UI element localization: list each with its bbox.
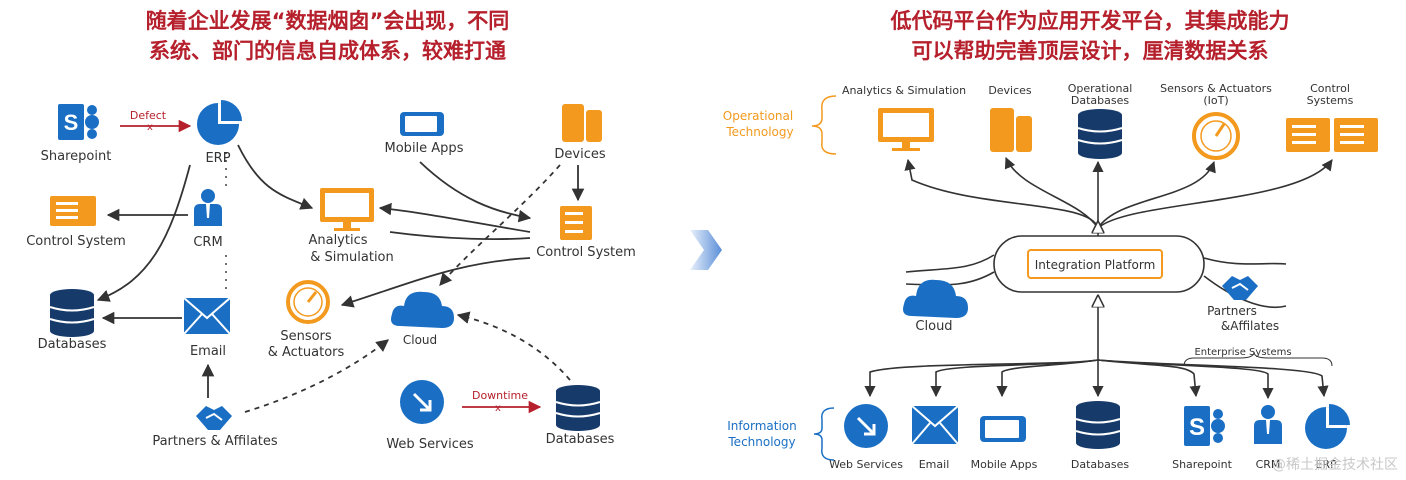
partners-right-label-2: &Affilates [1221, 319, 1279, 333]
erp-to-databases [96, 164, 191, 302]
enterprise-brace [1183, 351, 1333, 367]
sensors-left-icon [286, 280, 330, 324]
sharepoint-icon: S [58, 104, 99, 140]
integration-platform-box [1027, 249, 1163, 279]
databases-right-icon [1075, 401, 1121, 449]
downtime-x: x [495, 403, 501, 414]
control-systems-right-label-1: Control [1310, 82, 1350, 95]
mobile-apps-left-icon [400, 112, 444, 136]
integration-platform-label: Integration Platform [1035, 258, 1156, 272]
web-services-left-label: Web Services [386, 437, 474, 452]
email-icon [183, 297, 231, 335]
sensors-right-label-1: Sensors & Actuators [1160, 82, 1272, 95]
control-systems-right-label-2: Systems [1307, 94, 1354, 107]
databases-left-right-label: Databases [546, 432, 615, 447]
control-system-left-icon [50, 196, 96, 226]
operational-brace [811, 95, 837, 155]
svg-text:S: S [1189, 414, 1205, 441]
left-title-line1: 随着企业发展“数据烟囱”会出现，不同 [145, 9, 510, 33]
sensors-right-icon [1192, 112, 1240, 160]
web-services-right-label: Web Services [829, 458, 903, 471]
sensors-left-label-1: Sensors [280, 329, 332, 344]
mobile-to-control [419, 161, 532, 223]
devices-left-icon [562, 104, 602, 142]
analytics-right-label: Analytics & Simulation [842, 84, 966, 97]
devices-right-label: Devices [988, 84, 1032, 97]
arrow-separator-icon [690, 230, 722, 270]
control-system-left-label: Control System [26, 234, 126, 249]
databases-left-label: Databases [38, 337, 107, 352]
information-label-2: Technology [727, 435, 795, 449]
web-services-right-icon [844, 404, 888, 448]
crm-right-label: CRM [1256, 458, 1281, 471]
erp-to-analytics [237, 144, 314, 210]
analytics-left-icon [320, 188, 374, 231]
op-databases-icon [1077, 109, 1123, 159]
analytics-to-control [389, 231, 531, 241]
information-brace [813, 407, 835, 461]
cloud-right-label: Cloud [915, 319, 952, 334]
partners-left-label: Partners & Affilates [152, 434, 278, 449]
mobile-apps-left-label: Mobile Apps [385, 141, 464, 156]
databases-left-right-icon [555, 385, 601, 431]
web-services-left-icon [400, 380, 444, 424]
erp-icon [197, 100, 242, 145]
sensors-left-label-2: & Actuators [268, 345, 345, 360]
control-systems-right-icon [1286, 118, 1378, 152]
analytics-left-label-1: Analytics [308, 233, 367, 248]
devices-left-label: Devices [554, 147, 605, 162]
enterprise-systems-label: Enterprise Systems [1194, 347, 1291, 358]
email-right-icon [911, 405, 959, 445]
right-title-line1: 低代码平台作为应用开发平台，其集成能力 [890, 9, 1290, 33]
devices-right-icon [990, 108, 1032, 152]
email-right-label: Email [919, 458, 950, 471]
email-label: Email [190, 344, 226, 359]
integration-platform-outline [993, 235, 1205, 293]
analytics-right-icon [878, 108, 934, 151]
partners-left-icon [196, 406, 232, 430]
databases-left-icon [49, 289, 95, 337]
erp-right-icon [1305, 404, 1350, 449]
sharepoint-right-label: Sharepoint [1172, 458, 1232, 471]
databases-right-label: Databases [1071, 458, 1129, 471]
devices-to-cloud [439, 164, 561, 286]
defect-x: x [147, 122, 153, 133]
crm-icon [194, 189, 222, 226]
analytics-left-label-2: & Simulation [310, 250, 394, 265]
svg-text:S: S [64, 110, 79, 135]
control-to-analytics [378, 202, 531, 233]
mobile-apps-right-label: Mobile Apps [971, 458, 1038, 471]
control-to-sensors [340, 257, 531, 308]
sharepoint-right-icon: S [1184, 406, 1225, 446]
partners-to-cloud [244, 339, 389, 413]
operational-label-1: Operational [723, 109, 793, 123]
defect-label: Defect [130, 109, 167, 122]
databases-to-cloud [456, 311, 571, 381]
information-label-1: Information [727, 419, 796, 433]
erp-right-label: ERP [1315, 458, 1337, 471]
right-title-line2: 可以帮助完善顶层设计，厘清数据关系 [911, 39, 1269, 63]
mobile-apps-right-icon [980, 416, 1026, 442]
sharepoint-label: Sharepoint [41, 149, 112, 164]
op-databases-label-2: Databases [1071, 94, 1129, 107]
erp-label: ERP [205, 151, 230, 166]
sensors-right-label-2: (IoT) [1203, 94, 1228, 107]
control-system-right-label: Control System [536, 245, 636, 260]
operational-label-2: Technology [725, 125, 793, 139]
partners-right-icon [1222, 276, 1258, 300]
watermark: @稀土掘金技术社区 [1272, 457, 1398, 473]
cloud-right-icon [903, 279, 968, 318]
left-title-line2: 系统、部门的信息自成体系，较难打通 [149, 39, 506, 63]
left-connectors [96, 119, 585, 414]
crm-label: CRM [193, 235, 222, 250]
right-connectors [864, 156, 1333, 400]
crm-right-icon [1254, 405, 1282, 444]
cloud-left-label: Cloud [403, 333, 437, 347]
partners-right-label-1: Partners [1207, 304, 1257, 318]
cloud-left-icon [391, 291, 454, 328]
op-databases-label-1: Operational [1068, 82, 1133, 95]
control-system-right-icon [560, 206, 592, 240]
downtime-label: Downtime [472, 389, 528, 402]
